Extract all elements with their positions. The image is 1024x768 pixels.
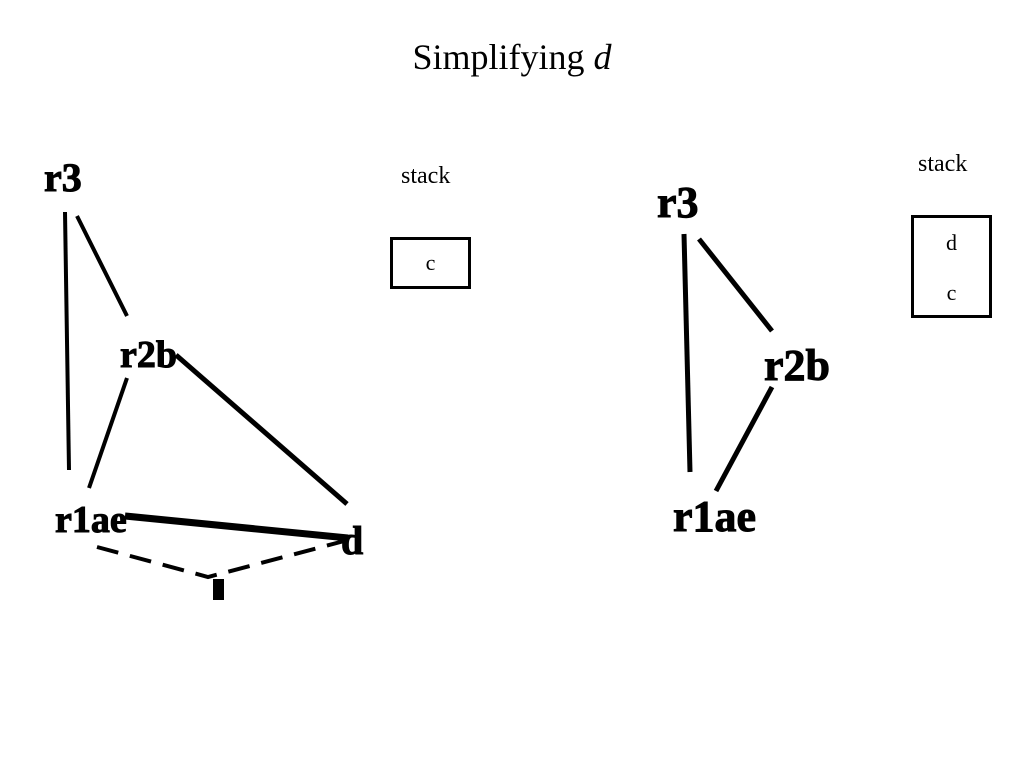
title-emphasis: d: [593, 37, 612, 77]
left-stack-box: c: [390, 237, 471, 289]
right-stack-label: stack: [918, 151, 968, 177]
edge-r3-r2b: [697, 237, 774, 333]
edge-r2b-d: [174, 353, 349, 506]
node-d: d: [341, 518, 363, 563]
right-graph: r3 r2b r1ae: [657, 178, 831, 542]
node-r1ae: r1ae: [673, 492, 756, 541]
edge-r1ae-d: [124, 512, 349, 542]
stack-item: d: [946, 230, 957, 255]
edge-r2b-r1ae: [87, 377, 129, 489]
node-r3: r3: [657, 178, 699, 227]
node-r3: r3: [44, 155, 82, 200]
node-r2b: r2b: [764, 341, 830, 390]
right-stack-box: d c: [911, 215, 992, 318]
slide-title: Simplifying d: [0, 36, 1024, 78]
edge-r1ae-d-dashed: [96, 538, 349, 580]
edge-r3-r2b: [75, 215, 129, 317]
left-graph: r3 r2b r1ae d: [44, 155, 364, 600]
edge-r3-r1ae: [63, 211, 71, 471]
title-text: Simplifying: [412, 37, 594, 77]
edge-r3-r1ae: [681, 233, 693, 473]
stack-item: c: [946, 280, 957, 305]
left-stack-label: stack: [401, 163, 451, 189]
node-r1ae: r1ae: [55, 499, 127, 541]
node-r2b: r2b: [120, 334, 177, 376]
edge-r2b-r1ae: [713, 385, 775, 493]
dashed-edge-marker: [213, 579, 224, 600]
stack-item: c: [425, 250, 436, 275]
